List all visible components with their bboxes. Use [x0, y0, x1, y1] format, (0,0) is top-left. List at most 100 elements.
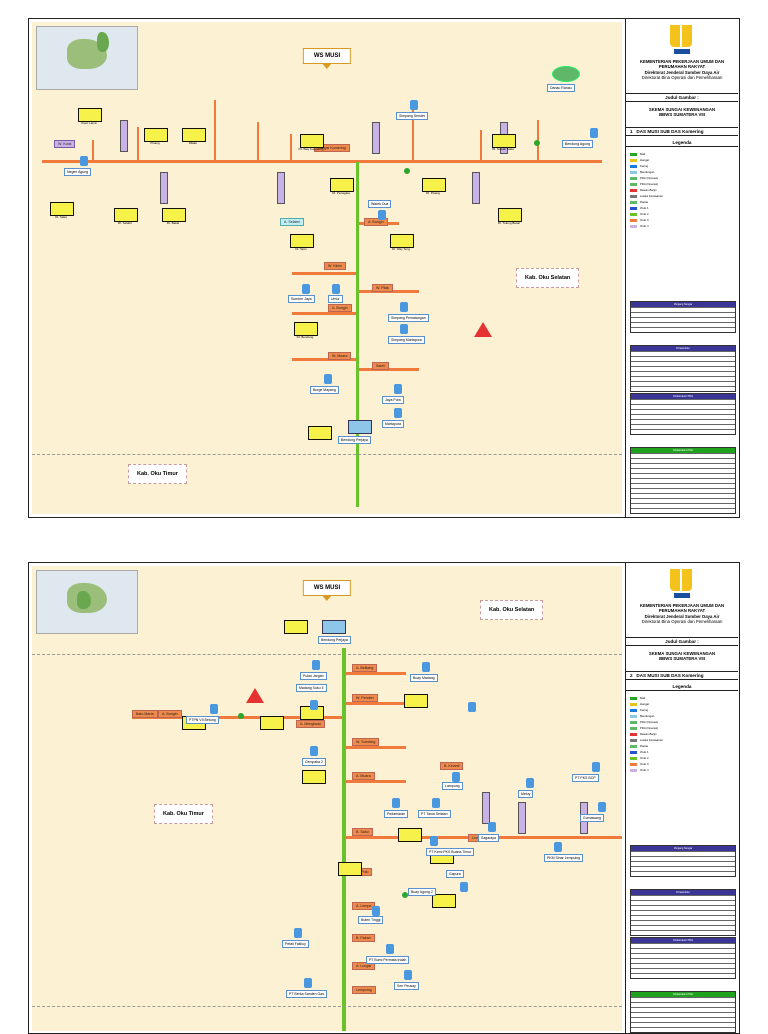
river-label-vertical	[372, 122, 380, 154]
water-intake-pin-icon	[452, 772, 460, 782]
judul-gambar-header: Judul Gambar :	[626, 637, 738, 646]
irrigation-label: Dilaku	[188, 141, 198, 145]
pin-label: PT Tania Selatan	[418, 810, 451, 818]
water-intake-pin-icon	[394, 408, 402, 418]
directorate-line: Direktorat Jenderal Sumber Daya Air	[644, 69, 720, 75]
irrigation-area	[390, 234, 414, 248]
sheet-number-row: 2 DAS MUSI SUB DAS Komering	[626, 671, 738, 680]
legend-item: PDA (Operasi)	[630, 725, 663, 731]
tributary-line	[346, 746, 406, 749]
table-header: Infrastruktur PDH	[631, 448, 735, 453]
title-line: SKEMA SUNGAI KEWENANGAN	[648, 651, 716, 656]
irrigation-area	[50, 202, 74, 216]
irrigation-area	[492, 134, 516, 148]
factory-icon	[468, 702, 476, 712]
title-block: KEMENTERIAN PEKERJAAN UMUM DAN PERUMAHAN…	[625, 563, 738, 1033]
subdirectorate-line: Direktorat Bina Operasi dan Pemeliharaan	[641, 619, 723, 625]
ws-label: WS MUSI	[302, 580, 352, 601]
ministry-header: KEMENTERIAN PEKERJAAN UMUM DAN PERUMAHAN…	[626, 59, 738, 80]
inset-locator-map	[36, 26, 138, 90]
irrigation-label: DI. Bendung	[296, 335, 314, 339]
river-label: A. Lungai	[352, 962, 376, 970]
water-intake-pin-icon	[404, 970, 412, 980]
water-intake-pin-icon	[378, 210, 386, 220]
legend-swatch-icon	[630, 750, 637, 754]
legend-header: Legenda	[626, 139, 738, 147]
legend-swatch-icon	[630, 158, 637, 162]
legend-swatch-icon	[630, 176, 637, 180]
irrigation-label: DI. Selabri	[117, 221, 132, 225]
river-label: B. Kinanti	[440, 762, 464, 770]
pin-label: PKM Sinar Lempuing	[544, 854, 584, 862]
irrigation-area	[300, 134, 324, 148]
legend-swatch-icon	[630, 206, 637, 210]
river-label: Lempuing	[352, 986, 376, 994]
legend-item: Rawan Banjir	[630, 731, 663, 737]
legend-swatch-icon	[630, 218, 637, 222]
tributary-line	[132, 716, 342, 719]
sheet-number-row: 1 DAS MUSI SUB DAS Komering	[626, 127, 738, 136]
inset-region-highlight	[97, 32, 109, 52]
ministry-line: PERUMAHAN RAKYAT	[658, 64, 706, 70]
water-intake-pin-icon	[310, 746, 318, 756]
status-dot-icon	[238, 713, 244, 719]
irrigation-label: DI. Sowah Saka	[492, 147, 514, 151]
water-intake-pin-icon	[410, 100, 418, 110]
irrigation-area	[78, 108, 102, 122]
factory-icon	[386, 944, 394, 954]
river-label: A. Bungin	[158, 710, 182, 718]
legend-label: Mati	[640, 696, 646, 700]
judul-gambar-header: Judul Gambar :	[626, 93, 738, 102]
legend-label: Mati	[640, 152, 646, 156]
map-area: WS MUSI Bendung Perjaya Kab. Oku Selatan…	[32, 566, 622, 1031]
water-intake-pin-icon	[312, 660, 320, 670]
water-intake-pin-icon	[460, 882, 468, 892]
river-label: B. Pakan	[352, 934, 375, 942]
legend-swatch-icon	[630, 714, 637, 718]
legend-label: Ordo 3	[640, 762, 649, 766]
irrigation-area	[302, 770, 326, 784]
pin-label: Meluy	[518, 790, 534, 798]
pin-label: Sumber Jaya	[288, 295, 315, 303]
sheet-title: DAS MUSI SUB DAS Komering	[636, 129, 704, 134]
inset-locator-map	[36, 570, 138, 634]
legend-label: Bendungan	[640, 170, 655, 174]
table-header: Infrastruktur	[631, 346, 735, 351]
legend-swatch-icon	[630, 182, 637, 186]
legend-swatch-icon	[630, 696, 637, 700]
tributary-line	[346, 780, 406, 783]
legend-item: Ordo 4	[630, 767, 663, 773]
pda-table: Infrastruktur PDA	[630, 937, 736, 979]
irrigation-label: DI. Pisang	[426, 191, 440, 195]
pin-label: Sagaraya	[478, 834, 499, 842]
irrigation-label: DI. Bakal	[166, 221, 180, 225]
tributary-line	[92, 140, 94, 162]
irrigation-area	[144, 128, 168, 142]
legend-label: Lokasi Kerawanan	[640, 194, 664, 198]
legend-swatch-icon	[630, 170, 637, 174]
irrigation-area	[114, 208, 138, 222]
dam-icon	[348, 420, 372, 434]
pin-label: Martapura	[382, 420, 404, 428]
pin-label: PT Bumi Permata Indah	[366, 956, 410, 964]
irrigation-area	[162, 208, 186, 222]
sheet-title: DAS MUSI SUB DAS Komering	[636, 673, 704, 678]
factory-icon	[432, 798, 440, 808]
table-header: Infrastruktur PDA	[631, 938, 735, 943]
legend-item: Hangat	[630, 701, 663, 707]
pin-label: PT Berka Sanden Gas	[286, 990, 327, 998]
irrigation-area	[294, 322, 318, 336]
status-dot-icon	[402, 892, 408, 898]
legend-label: Danau	[640, 200, 649, 204]
district-boundary-line	[32, 1006, 622, 1007]
legend-item: Ordo 2	[630, 755, 663, 761]
directorate-line: Direktorat Jenderal Sumber Daya Air	[644, 613, 720, 619]
legend-item: Bendungan	[630, 713, 663, 719]
district-boundary-line	[32, 454, 622, 455]
pin-label: Sen Peusay	[394, 982, 419, 990]
water-intake-pin-icon	[598, 802, 606, 812]
factory-icon	[430, 836, 438, 846]
river-label: B. Satui	[352, 828, 373, 836]
river-length-table: Panjang Sungai	[630, 845, 736, 877]
subdirectorate-line: Direktorat Bina Operasi dan Pemeliharaan	[641, 75, 723, 81]
